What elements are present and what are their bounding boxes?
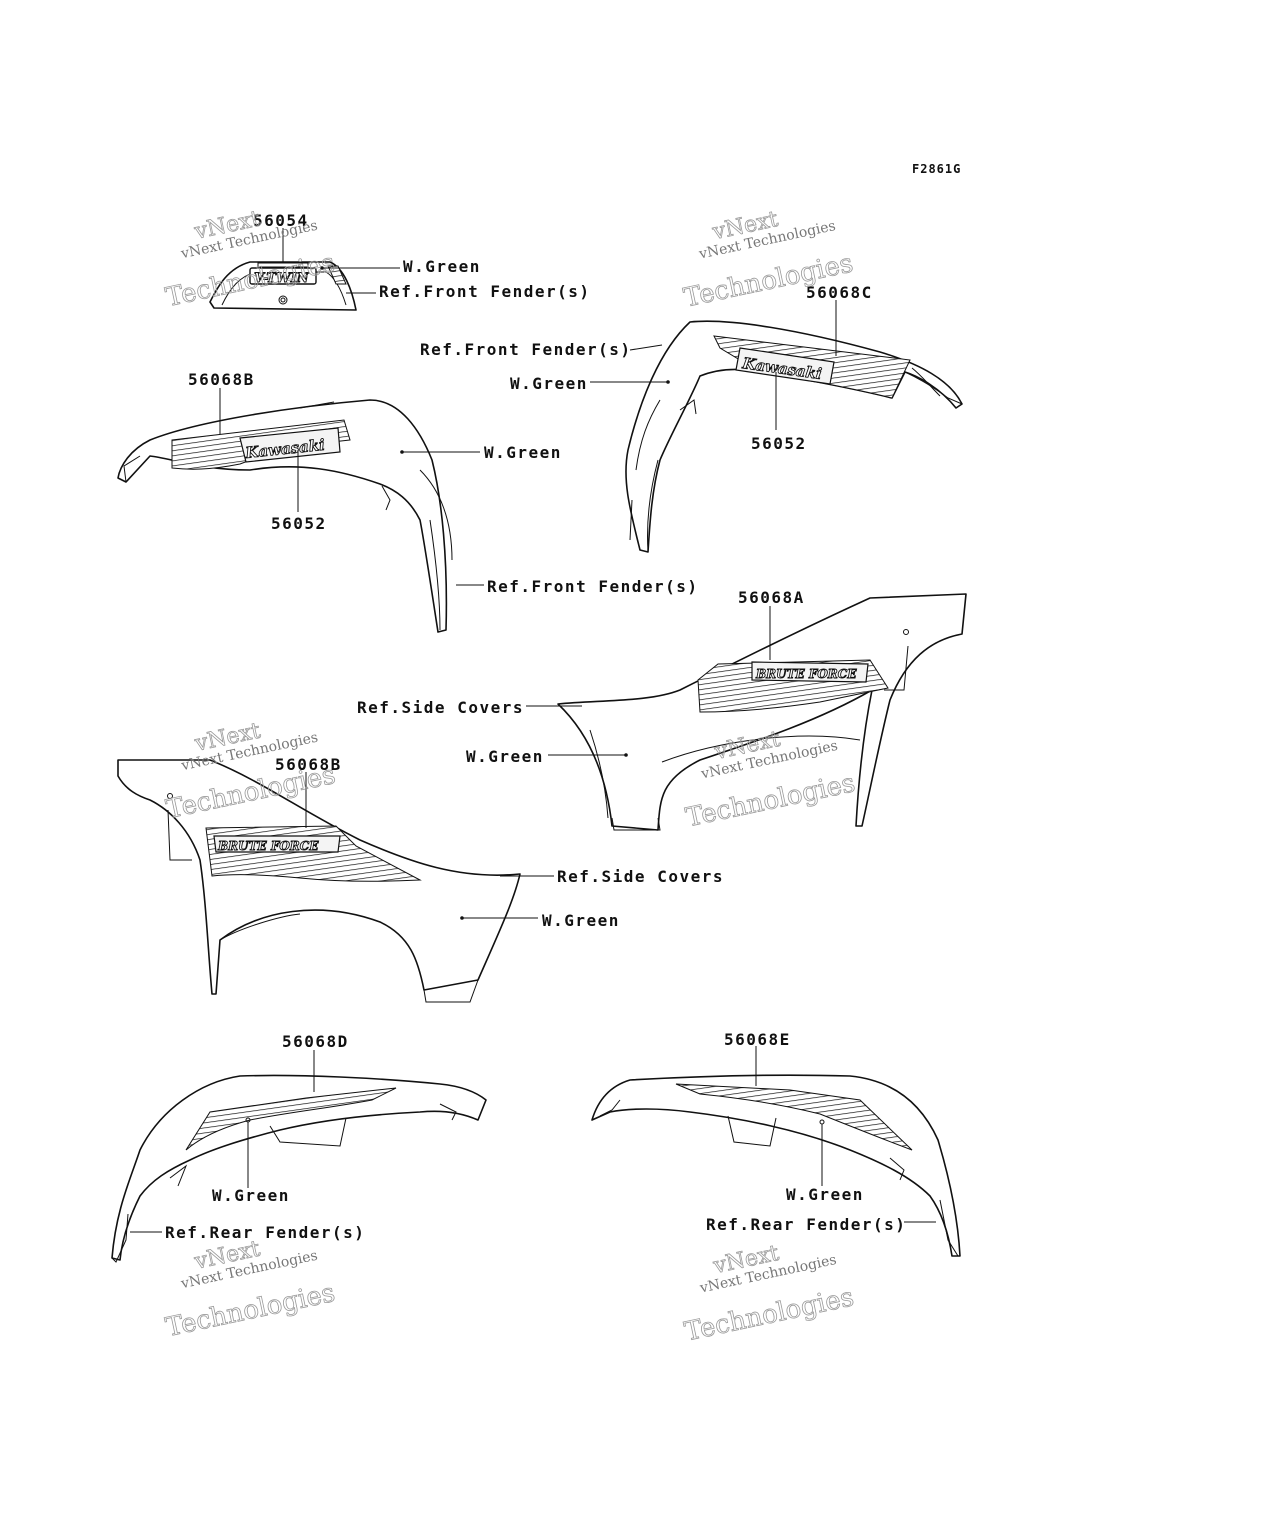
watermark-bottom-left: vNext vNext Technologies Technologies: [163, 1236, 338, 1343]
front-fender-left: Kawasaki: [117, 399, 453, 633]
callout-56068b-56052: 56052: [271, 514, 327, 533]
side-cover-left: BRUTE FORCE: [117, 759, 521, 1003]
watermark-top-left: vNext vNext Technologies Technologies: [163, 206, 338, 313]
callout-56068b-side-wgreen: W.Green: [542, 911, 620, 930]
callout-56068b-side-ref: Ref.Side Covers: [557, 867, 724, 886]
decal-56068d: [185, 1087, 397, 1151]
vtwin-logo: [249, 267, 317, 285]
callout-56068c-wgreen: W.Green: [510, 374, 588, 393]
brute-force-logo-right: BRUTE FORCE: [755, 667, 857, 681]
callout-56068d-ref: Ref.Rear Fender(s): [165, 1223, 365, 1242]
callout-56068d: 56068D: [282, 1032, 349, 1051]
decal-56068e: [675, 1083, 913, 1151]
vtwin-logo-text: V-TWIN: [254, 271, 310, 286]
front-fender-top-vtwin: V-TWIN: [209, 261, 357, 311]
callout-56068c-ref: Ref.Front Fender(s): [420, 340, 632, 359]
callout-56068e-ref: Ref.Rear Fender(s): [706, 1215, 906, 1234]
watermark-bottom-right: vNext vNext Technologies Technologies: [682, 1240, 857, 1347]
callout-56068b-ref: Ref.Front Fender(s): [487, 577, 699, 596]
callout-56054-ref: Ref.Front Fender(s): [379, 282, 591, 301]
callout-56054: 56054: [253, 211, 309, 230]
rear-fender-left: [111, 1074, 487, 1263]
callout-56068b-wgreen: W.Green: [484, 443, 562, 462]
callout-56068b: 56068B: [188, 370, 255, 389]
callout-56068a-ref: Ref.Side Covers: [357, 698, 524, 717]
callout-56068a-wgreen: W.Green: [466, 747, 544, 766]
callout-56068b-side: 56068B: [275, 755, 342, 774]
callout-56068d-wgreen: W.Green: [212, 1186, 290, 1205]
side-cover-right: BRUTE FORCE: [557, 593, 967, 831]
figure-id: F2861G: [912, 162, 961, 176]
callout-56068c: 56068C: [806, 283, 873, 302]
callout-56068e-wgreen: W.Green: [786, 1185, 864, 1204]
callout-56068e: 56068E: [724, 1030, 791, 1049]
callout-56068c-56052: 56052: [751, 434, 807, 453]
callout-56054-wgreen: W.Green: [403, 257, 481, 276]
brute-force-logo-left: BRUTE FORCE: [217, 839, 319, 853]
front-fender-right: Kawasaki: [625, 320, 963, 553]
callout-56068a: 56068A: [738, 588, 805, 607]
